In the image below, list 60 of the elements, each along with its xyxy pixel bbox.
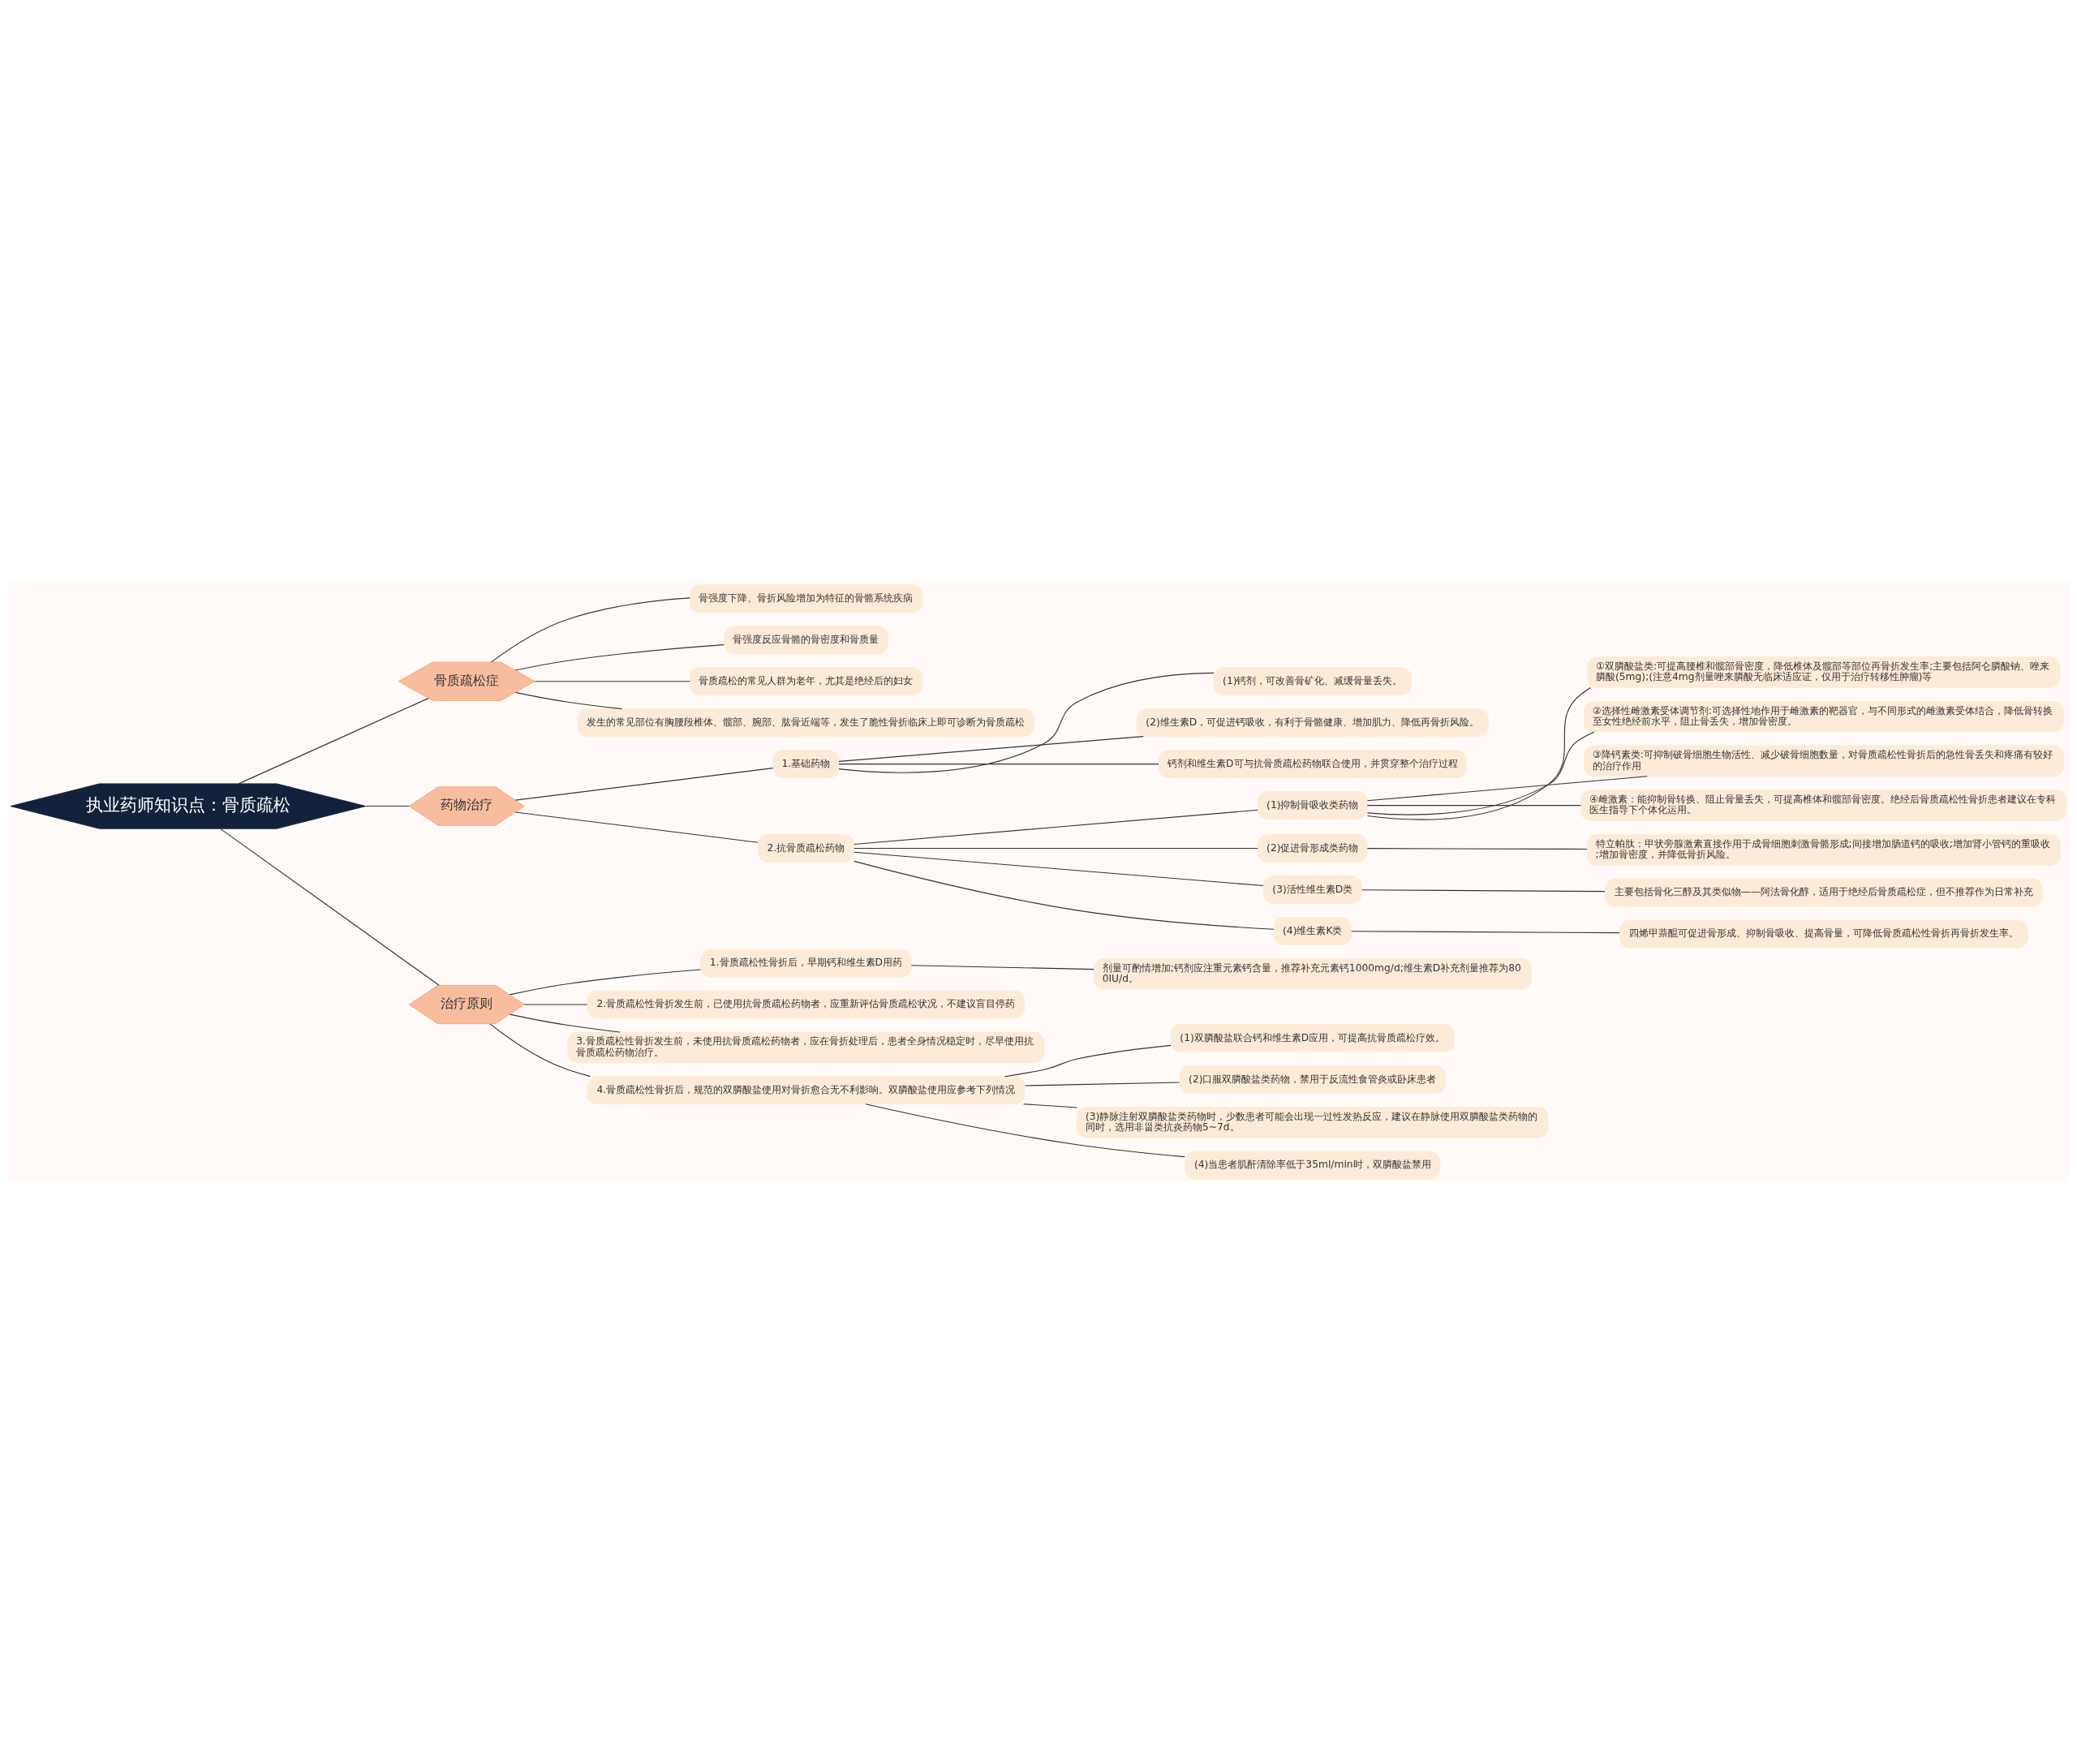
connector — [1366, 848, 1588, 850]
node-box: 1.骨质疏松性骨折后，早期钙和维生素D用药 — [700, 949, 912, 978]
connector — [1361, 889, 1606, 893]
connector — [238, 698, 429, 785]
connector — [1366, 731, 1595, 815]
connector — [514, 691, 623, 710]
connector — [1366, 805, 1581, 807]
connector — [854, 851, 1264, 887]
node-box: (2)促进骨形成类药物 — [1257, 834, 1368, 863]
connector — [910, 965, 1094, 970]
node-box: ④雌激素：能抑制骨转换、阻止骨量丢失，可提高椎体和髋部骨密度。绝经后骨质疏松性骨折患者建议在专科医生指导下个体化运用。 — [1580, 789, 2067, 821]
connector — [1366, 686, 1591, 820]
node-box: 2.骨质疏松性骨折发生前，已使用抗骨质疏松药物者，应重新评估骨质疏松状况，不建议盲目停药 — [587, 990, 1026, 1019]
connector — [489, 1023, 591, 1078]
connector — [1004, 1044, 1172, 1078]
connector — [1351, 931, 1620, 934]
node-box: 发生的常见部位有胸腰段椎体、髋部、腕部、肱骨近端等，发生了脆性骨折临床上即可诊断为骨质疏松 — [577, 708, 1035, 738]
node-box: (4)维生素K类 — [1273, 916, 1352, 945]
node-box: (1)钙剂，可改善骨矿化、减缓骨量丢失。 — [1213, 667, 1413, 696]
connector — [1366, 776, 1648, 802]
node-box: (4)当患者肌酐清除率低于35ml/min时，双膦酸盐禁用 — [1185, 1151, 1441, 1180]
node-box: (1)抑制骨吸收类药物 — [1257, 791, 1368, 820]
node-box: 钙剂和维生素D可与抗骨质疏松药物联合使用，并贯穿整个治疗过程 — [1158, 750, 1467, 779]
node-box: 特立帕肽：甲状旁腺激素直接作用于成骨细胞刺激骨骼形成;间接增加肠道钙的吸收;增加肾小管钙的重吸收;增加骨密度，并降低骨折风险。 — [1586, 834, 2061, 866]
node-box: 4.骨质疏松性骨折后，规范的双膦酸盐使用对骨折愈合无不利影响。双膦酸盐使用应参考下列情况 — [587, 1076, 1026, 1105]
node-box: 1.基础药物 — [772, 750, 840, 779]
node-box: 2.抗骨质疏松药物 — [757, 834, 854, 863]
node-box: (1)双膦酸盐联合钙和维生素D应用，可提高抗骨质疏松疗效。 — [1170, 1024, 1455, 1052]
node-box: 骨强度下降、骨折风险增加为特征的骨骼系统疾病 — [689, 584, 922, 613]
connector — [220, 828, 440, 986]
node-box: ①双膦酸盐类:可提高腰椎和髋部骨密度，降低椎体及髋部等部位再骨折发生率;主要包括阿仑膦酸钠、唑来膦酸(5mg);(注意4mg剂量唑来膦酸无临床适应证，仅用于治疗转移性肿瘤)等 — [1587, 656, 2061, 688]
connector — [514, 811, 759, 843]
node-box: (3)静脉注射双膦酸盐类药物时，少数患者可能会出现一过性发热反应，建议在静脉使用双膦酸盐类药物的同时，选用非甾类抗炎药物5~7d。 — [1077, 1107, 1549, 1138]
node-box: ③降钙素类:可抑制破骨细胞生物活性、减少破骨细胞数量，对骨质疏松性骨折后的急性骨丢失和疼痛有较好的治疗作用 — [1583, 745, 2064, 777]
connector — [854, 809, 1258, 845]
connector — [509, 969, 702, 996]
node-box: 骨强度反应骨骼的骨密度和骨质量 — [723, 626, 888, 655]
connector — [838, 736, 1144, 762]
node-box: (3)活性维生素D类 — [1262, 876, 1362, 904]
node-box: ②选择性雌激素受体调节剂:可选择性地作用于雌激素的靶器官，与不同形式的雌激素受体结合，降低骨转换至女性绝经前水平，阻止骨丢失，增加骨密度。 — [1583, 700, 2064, 733]
connector — [838, 672, 1215, 773]
connector — [534, 681, 690, 682]
connector — [854, 847, 1258, 850]
connector — [514, 644, 725, 671]
node-box: 3.骨质疏松性骨折发生前，未使用抗骨质疏松药物者，应在骨折处理后，患者全身情况稳定时，尽早使用抗骨质疏松药物治疗。 — [567, 1031, 1045, 1064]
connector — [365, 806, 410, 807]
connector — [514, 768, 774, 801]
connector — [1022, 1104, 1078, 1108]
connector — [854, 860, 1275, 930]
connector — [509, 1013, 621, 1033]
node-box: (2)口服双膦酸盐类药物，禁用于反流性食管炎或卧床患者 — [1179, 1065, 1447, 1094]
node-box: 骨质疏松的常见人群为老年，尤其是绝经后的妇女 — [689, 667, 922, 696]
node-box: (2)维生素D，可促进钙吸收，有利于骨骼健康、增加肌力、降低再骨折风险。 — [1136, 708, 1489, 738]
connector — [838, 764, 1159, 765]
node-box: 主要包括骨化三醇及其类似物——阿法骨化醇，适用于绝经后骨质疏松症，但不推荐作为日常补充 — [1604, 878, 2043, 907]
node-box: 四烯甲萘醌可促进骨形成、抑制骨吸收、提高骨量，可降低骨质疏松性骨折再骨折发生率。 — [1619, 919, 2028, 949]
connector — [491, 597, 690, 663]
node-box: 剂量可酌情增加;钙剂应注重元素钙含量，推荐补充元素钙1000mg/d;维生素D补充剂量推荐为800IU/d。 — [1093, 957, 1532, 990]
connector — [865, 1104, 1185, 1158]
connector — [1024, 1082, 1180, 1086]
